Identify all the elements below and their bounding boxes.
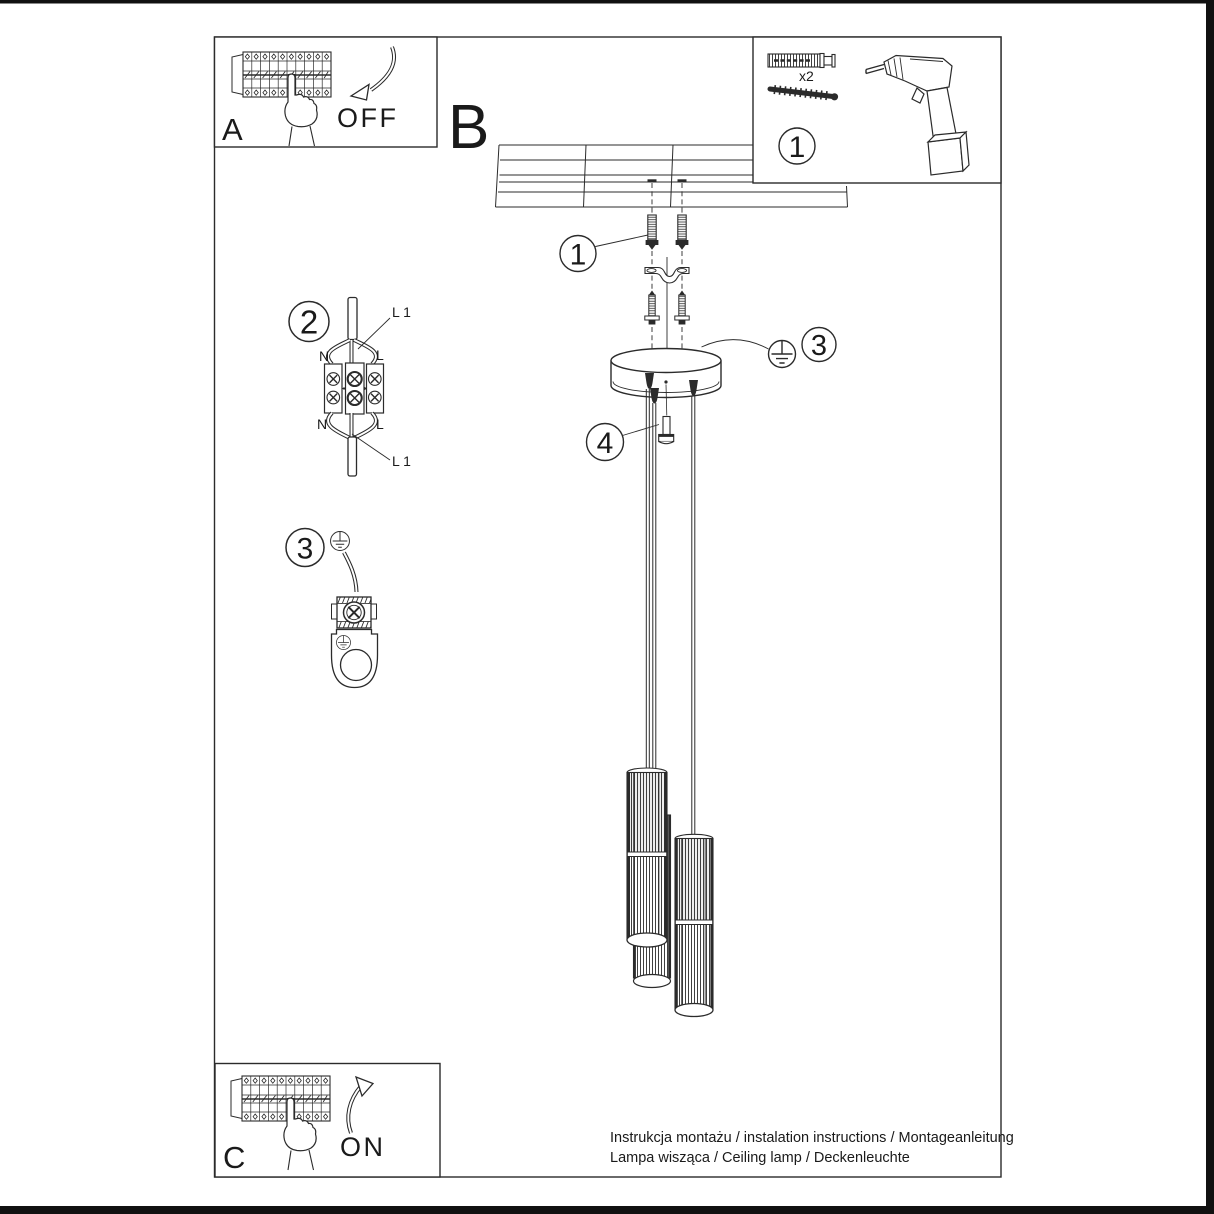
mounting-screw-icon [767, 85, 839, 101]
parts-box: x2 1 [752, 36, 1002, 184]
arrow-down-icon [349, 46, 397, 101]
callout-earth-canopy: 3 [701, 326, 837, 369]
wire-label-n-bottom: N [317, 416, 327, 432]
on-label: ON [340, 1132, 386, 1162]
cord-grip-icon [650, 388, 659, 404]
wall-plug-icon [767, 52, 836, 69]
callout-wiring-number: 2 [300, 303, 318, 340]
main-frame [213, 36, 1002, 1178]
callout-dowels-number: 1 [570, 238, 587, 271]
footer-line-1: Instrukcja montażu / instalation instruc… [610, 1130, 1014, 1146]
pendant-shades [626, 767, 714, 1018]
parts-box-callout-number: 1 [789, 131, 806, 164]
step-c-panel: ON C [214, 1062, 441, 1178]
callout-strain-relief-number: 4 [597, 427, 614, 460]
callout-dowels: 1 [559, 234, 649, 273]
drill-icon [865, 54, 970, 176]
callout-strain-relief: 4 [585, 422, 660, 462]
earth-bracket-icon [330, 628, 379, 689]
screw-icon [674, 290, 690, 325]
off-label: OFF [337, 103, 399, 133]
wire-label-n-top: N [319, 348, 329, 364]
step-c-label: C [223, 1140, 245, 1175]
arrow-up-icon [346, 1075, 375, 1134]
strain-relief-bolt-icon [658, 384, 675, 445]
earth-symbol-icon [767, 339, 797, 369]
mounting-hardware [644, 183, 690, 352]
wall-plug-icon [675, 214, 689, 250]
callout-earth-connector-number: 3 [297, 532, 314, 565]
shade-front-left [626, 767, 668, 948]
step-a-label: A [222, 112, 243, 147]
cord-grip-icon [645, 373, 654, 389]
wire-label-l1-bottom: L 1 [392, 453, 411, 469]
step-b-label: B [448, 93, 489, 162]
canopy-drawing [610, 347, 722, 404]
ceiling-drawing [495, 144, 848, 208]
earth-terminal-icon [331, 596, 377, 629]
footer: Instrukcja montażu / instalation instruc… [610, 1130, 1014, 1166]
wall-plug-icon [645, 214, 659, 250]
screw-icon [644, 290, 660, 325]
callout-earth-canopy-number: 3 [811, 330, 827, 362]
breaker-panel-icon [230, 1075, 331, 1122]
terminal-block-icon [323, 362, 385, 415]
dowel-qty-label: x2 [799, 68, 814, 84]
earth-connector-diagram: 3 [285, 527, 379, 689]
breaker-panel-icon [231, 51, 332, 98]
suspension-cables [645, 389, 696, 838]
step-a-panel: OFF A [213, 36, 438, 148]
wiring-diagram: 2 [288, 296, 411, 477]
cord-grip-icon [689, 380, 698, 396]
wire-label-l1-top: L 1 [392, 304, 411, 320]
wire-label-l-bottom: L [376, 416, 384, 432]
footer-line-2: Lampa wisząca / Ceiling lamp / Deckenleu… [610, 1150, 910, 1166]
mounting-bracket-icon [644, 266, 690, 284]
mains-cable-top [347, 296, 358, 341]
wire-label-l-top: L [376, 347, 384, 363]
mains-cable-bottom [347, 436, 358, 477]
shade-right [674, 833, 714, 1018]
earth-symbol-icon [330, 531, 350, 551]
earth-symbol-icon [336, 635, 351, 650]
